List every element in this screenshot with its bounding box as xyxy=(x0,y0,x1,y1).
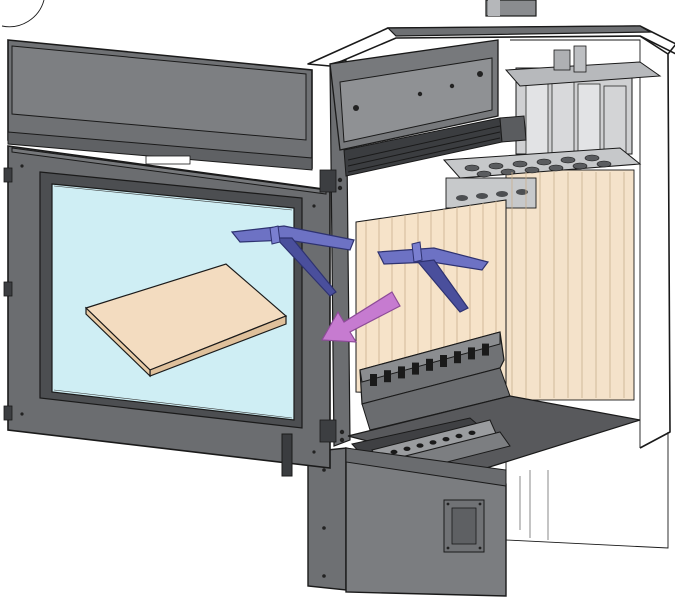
grate-slot xyxy=(468,347,475,360)
stove-body xyxy=(307,25,675,597)
grate-slot xyxy=(482,343,489,356)
grate-slot xyxy=(440,355,447,367)
air-hole xyxy=(429,440,437,445)
air-intake-louver xyxy=(343,115,527,177)
air-hole xyxy=(390,449,398,455)
air-hole xyxy=(442,437,450,442)
air-hole xyxy=(455,433,463,439)
air-hole xyxy=(403,446,411,451)
door xyxy=(3,39,345,477)
grate-slot xyxy=(426,358,433,371)
air-hole xyxy=(416,443,424,448)
callout-circle xyxy=(1,0,45,28)
heat-exchanger xyxy=(442,45,662,209)
grate-slot xyxy=(384,370,391,383)
front-grate xyxy=(359,331,511,431)
grate-slot xyxy=(398,366,405,379)
lower-cabinet xyxy=(307,447,507,597)
baffle-bracket-rear xyxy=(377,241,490,313)
firebrick-panel xyxy=(84,263,288,378)
door-handle xyxy=(281,433,293,477)
grate-slot xyxy=(370,374,377,386)
baffle-bracket-front xyxy=(230,225,355,297)
arrow xyxy=(320,291,401,343)
air-hole xyxy=(468,430,476,435)
grate-slot xyxy=(454,351,461,364)
grate-slot xyxy=(412,362,419,375)
